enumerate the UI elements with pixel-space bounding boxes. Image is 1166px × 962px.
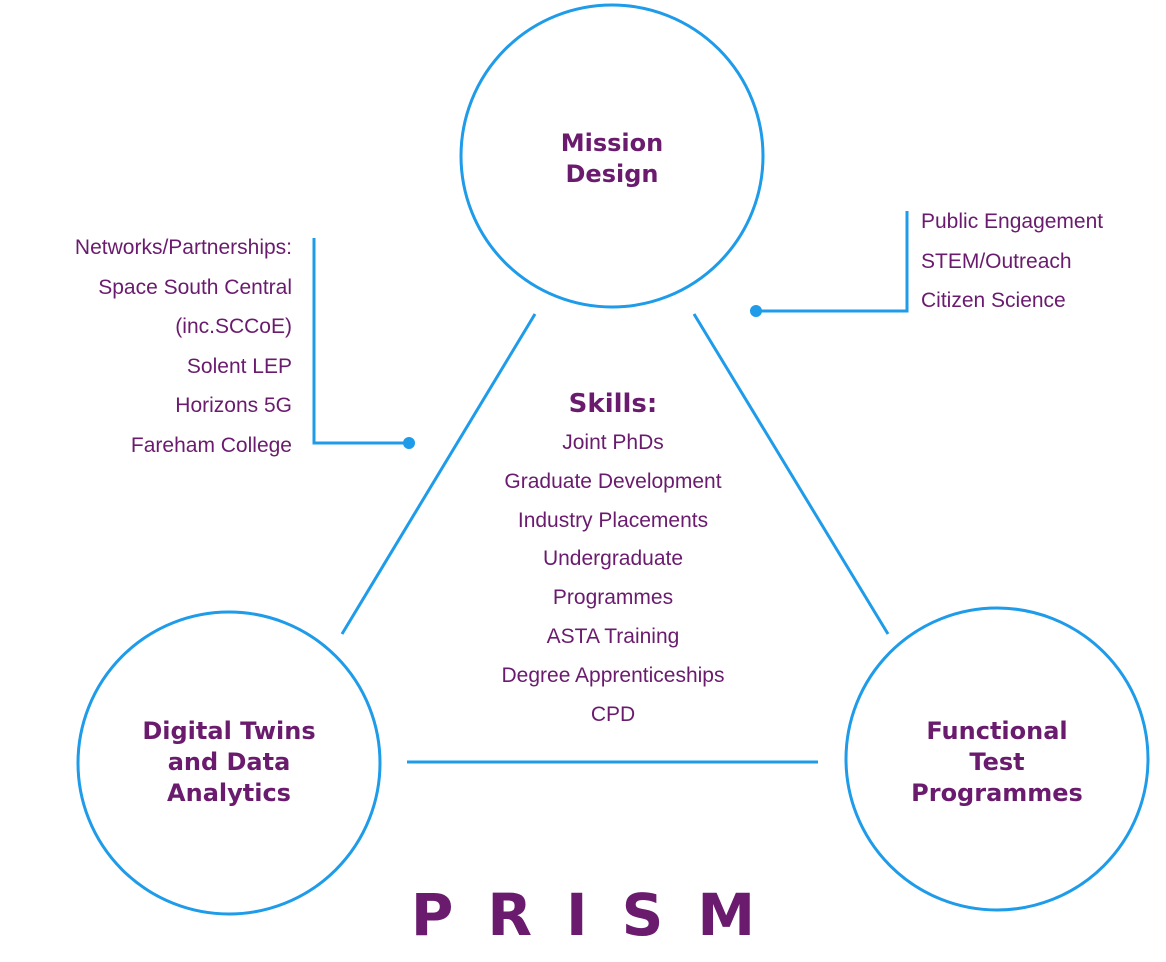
list-item: Citizen Science: [921, 289, 1066, 312]
list-item: CPD: [590, 702, 636, 726]
list-item: Undergraduate: [542, 547, 684, 571]
skills-list: Joint PhDs Graduate Development Industry…: [433, 424, 793, 734]
public-engagement-list: Public Engagement STEM/Outreach Citizen …: [921, 202, 1103, 321]
functional-test-line-2: Test: [969, 748, 1025, 776]
functional-test-label: Functional Test Programmes: [867, 716, 1127, 809]
networks-bracket: [312, 238, 409, 445]
list-item: Space South Central: [98, 275, 292, 299]
list-item: Joint PhDs: [562, 431, 664, 454]
functional-test-line-3: Programmes: [911, 779, 1083, 807]
list-item: Public Engagement: [921, 210, 1104, 233]
digital-twins-line-3: Analytics: [167, 779, 291, 807]
engagement-connector-dot: [750, 305, 762, 317]
list-item: (inc.SCCoE): [175, 315, 292, 338]
list-item: Programmes: [552, 586, 674, 610]
skills-heading: Skills:: [568, 389, 658, 419]
list-item: Solent LEP: [186, 354, 292, 378]
digital-twins-label: Digital Twins and Data Analytics: [99, 716, 359, 809]
mission-design-label: Mission Design: [492, 128, 732, 190]
engagement-bracket: [756, 211, 909, 313]
list-item: Degree Apprenticeships: [501, 663, 725, 687]
mission-design-circle: [459, 3, 765, 309]
list-item: STEM/Outreach: [921, 249, 1072, 273]
functional-test-line-1: Functional: [926, 717, 1068, 745]
digital-twins-line-2: and Data: [167, 748, 291, 776]
digital-twins-line-1: Digital Twins: [142, 717, 316, 745]
skills-block: Skills: Joint PhDs Graduate Development …: [433, 386, 793, 734]
list-item: Industry Placements: [517, 508, 709, 532]
digital-twins-circle: [76, 610, 382, 916]
list-item: Horizons 5G: [175, 394, 292, 417]
prism-logo: PRISM: [410, 881, 790, 949]
list-item: Fareham College: [130, 433, 292, 457]
mission-design-line-2: Design: [565, 160, 659, 188]
functional-test-circle: [844, 606, 1150, 912]
edge-mission-functional: [692, 313, 890, 635]
list-item: ASTA Training: [546, 624, 680, 648]
networks-heading: Networks/Partnerships:: [74, 236, 292, 259]
edge-mission-digital: [340, 313, 537, 635]
list-item: Graduate Development: [504, 469, 722, 493]
mission-design-line-1: Mission: [560, 129, 664, 157]
networks-partnerships-list: Networks/Partnerships: Space South Centr…: [75, 228, 292, 465]
networks-connector-dot: [403, 437, 415, 449]
